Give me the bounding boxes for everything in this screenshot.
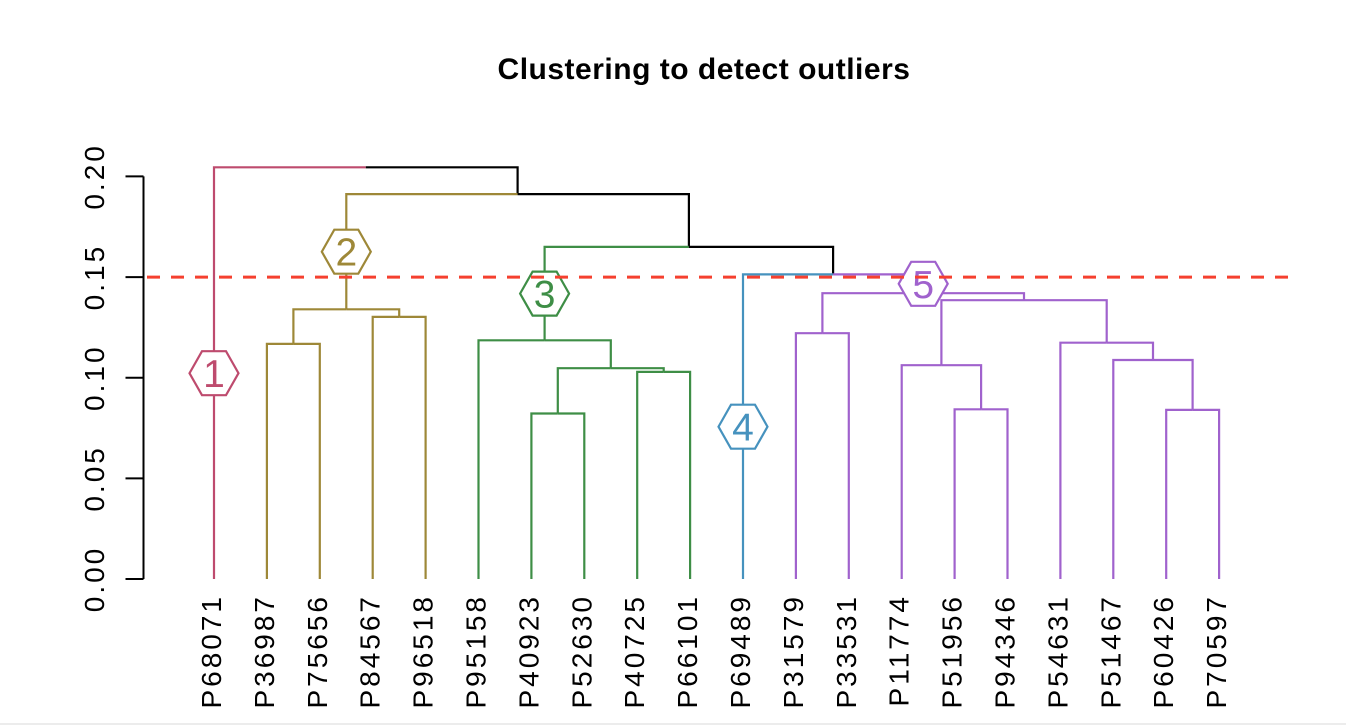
dendrogram-branch xyxy=(610,367,665,372)
dendrogram-branch xyxy=(544,339,612,369)
dendrogram-branch xyxy=(517,193,690,247)
leaf-label-P70597: P70597 xyxy=(1201,594,1232,709)
dendrogram-branches xyxy=(212,166,1221,579)
hexagon-icon xyxy=(518,270,571,317)
dendrogram-branch xyxy=(477,339,545,579)
dendrogram-branch xyxy=(1106,341,1155,360)
dendrogram-branch xyxy=(1024,299,1108,343)
dendrogram-branch xyxy=(900,364,942,579)
dendrogram-branch xyxy=(923,292,1026,301)
leaf-label-P94346: P94346 xyxy=(990,594,1021,709)
dendrogram-branch xyxy=(212,166,366,579)
leaf-label-P84567: P84567 xyxy=(355,594,386,709)
dendrogram-branch xyxy=(371,315,400,579)
cluster-badge-number: 4 xyxy=(732,407,754,450)
cluster-badge-number: 5 xyxy=(912,264,934,307)
leaf-label-P69489: P69489 xyxy=(725,594,756,709)
leaf-label-P31579: P31579 xyxy=(778,594,809,709)
dendrogram-branch xyxy=(292,308,347,344)
cluster-badge-2: 2 xyxy=(320,228,373,275)
chart-title: Clustering to detect outliers xyxy=(497,53,911,86)
cluster-badge-number: 3 xyxy=(534,274,556,317)
dendrogram-branch xyxy=(1192,408,1221,579)
dendrogram-branch xyxy=(688,245,835,275)
cluster-badge-5: 5 xyxy=(897,260,949,307)
leaf-label-P40923: P40923 xyxy=(513,594,544,709)
dendrogram-branch xyxy=(399,315,427,579)
y-tick-label: 0.00 xyxy=(79,546,110,613)
dendrogram-branch xyxy=(940,299,1024,366)
hexagon-icon xyxy=(717,403,769,450)
cluster-badge-3: 3 xyxy=(518,270,571,317)
leaf-label-P11774: P11774 xyxy=(884,594,915,706)
leaf-label-P68071: P68071 xyxy=(196,594,227,709)
screen-bottom-edge xyxy=(0,723,1346,725)
leaf-label-P54631: P54631 xyxy=(1042,594,1073,709)
dendrogram-branch xyxy=(821,292,924,334)
dendrogram-branch xyxy=(556,367,611,414)
cluster-badge-number: 2 xyxy=(335,232,357,275)
cluster-badges: 1 2 3 4 5 xyxy=(188,228,949,450)
leaf-label-P66101: P66101 xyxy=(672,594,703,709)
dendrogram-branch xyxy=(1165,408,1193,579)
dendrogram-branch xyxy=(981,408,1009,579)
dendrogram-branch xyxy=(530,412,558,579)
dendrogram-branch xyxy=(1112,358,1153,579)
dendrogram-branch xyxy=(663,370,692,579)
y-tick-label: 0.10 xyxy=(79,344,110,411)
hexagon-icon xyxy=(897,260,949,307)
cluster-badge-1: 1 xyxy=(188,350,240,397)
cluster-badge-number: 1 xyxy=(203,353,225,396)
dendrogram-branch xyxy=(794,332,823,579)
y-tick-label: 0.20 xyxy=(79,143,110,210)
dendrogram-branch xyxy=(1153,358,1194,410)
dendrogram-branch xyxy=(741,273,834,579)
leaf-label-P51467: P51467 xyxy=(1095,594,1126,709)
hexagon-icon xyxy=(320,228,373,275)
y-tick-label: 0.05 xyxy=(79,445,110,512)
leaf-label-P60426: P60426 xyxy=(1148,594,1179,709)
leaf-label-P51956: P51956 xyxy=(937,594,968,709)
dendrogram-branch xyxy=(346,308,401,317)
leaf-label-P36987: P36987 xyxy=(249,594,280,709)
leaf-labels: P68071 P36987 P75656 P84567 P96518 P95158 P409… xyxy=(196,594,1232,709)
dendrogram-branch xyxy=(822,332,850,579)
leaf-label-P33531: P33531 xyxy=(831,594,862,709)
leaf-label-P96518: P96518 xyxy=(408,594,439,709)
leaf-label-P40725: P40725 xyxy=(619,594,650,709)
hexagon-icon xyxy=(188,350,240,397)
dendrogram-branch xyxy=(365,166,519,195)
dendrogram-branch xyxy=(265,342,294,579)
dendrogram-branch xyxy=(557,412,586,579)
dendrogram-branch xyxy=(636,370,664,579)
leaf-label-P95158: P95158 xyxy=(461,594,492,709)
leaf-label-P75656: P75656 xyxy=(302,594,333,709)
leaf-label-P52630: P52630 xyxy=(566,594,597,709)
cluster-badge-4: 4 xyxy=(717,403,769,450)
y-tick-label: 0.15 xyxy=(79,244,110,311)
dendrogram-branch xyxy=(941,364,983,410)
dendrogram-branch xyxy=(953,408,982,579)
dendrogram-branch xyxy=(1059,341,1107,579)
dendrogram-branch xyxy=(293,342,321,579)
y-axis: 0.00 0.05 0.10 0.15 0.20 xyxy=(79,143,145,613)
